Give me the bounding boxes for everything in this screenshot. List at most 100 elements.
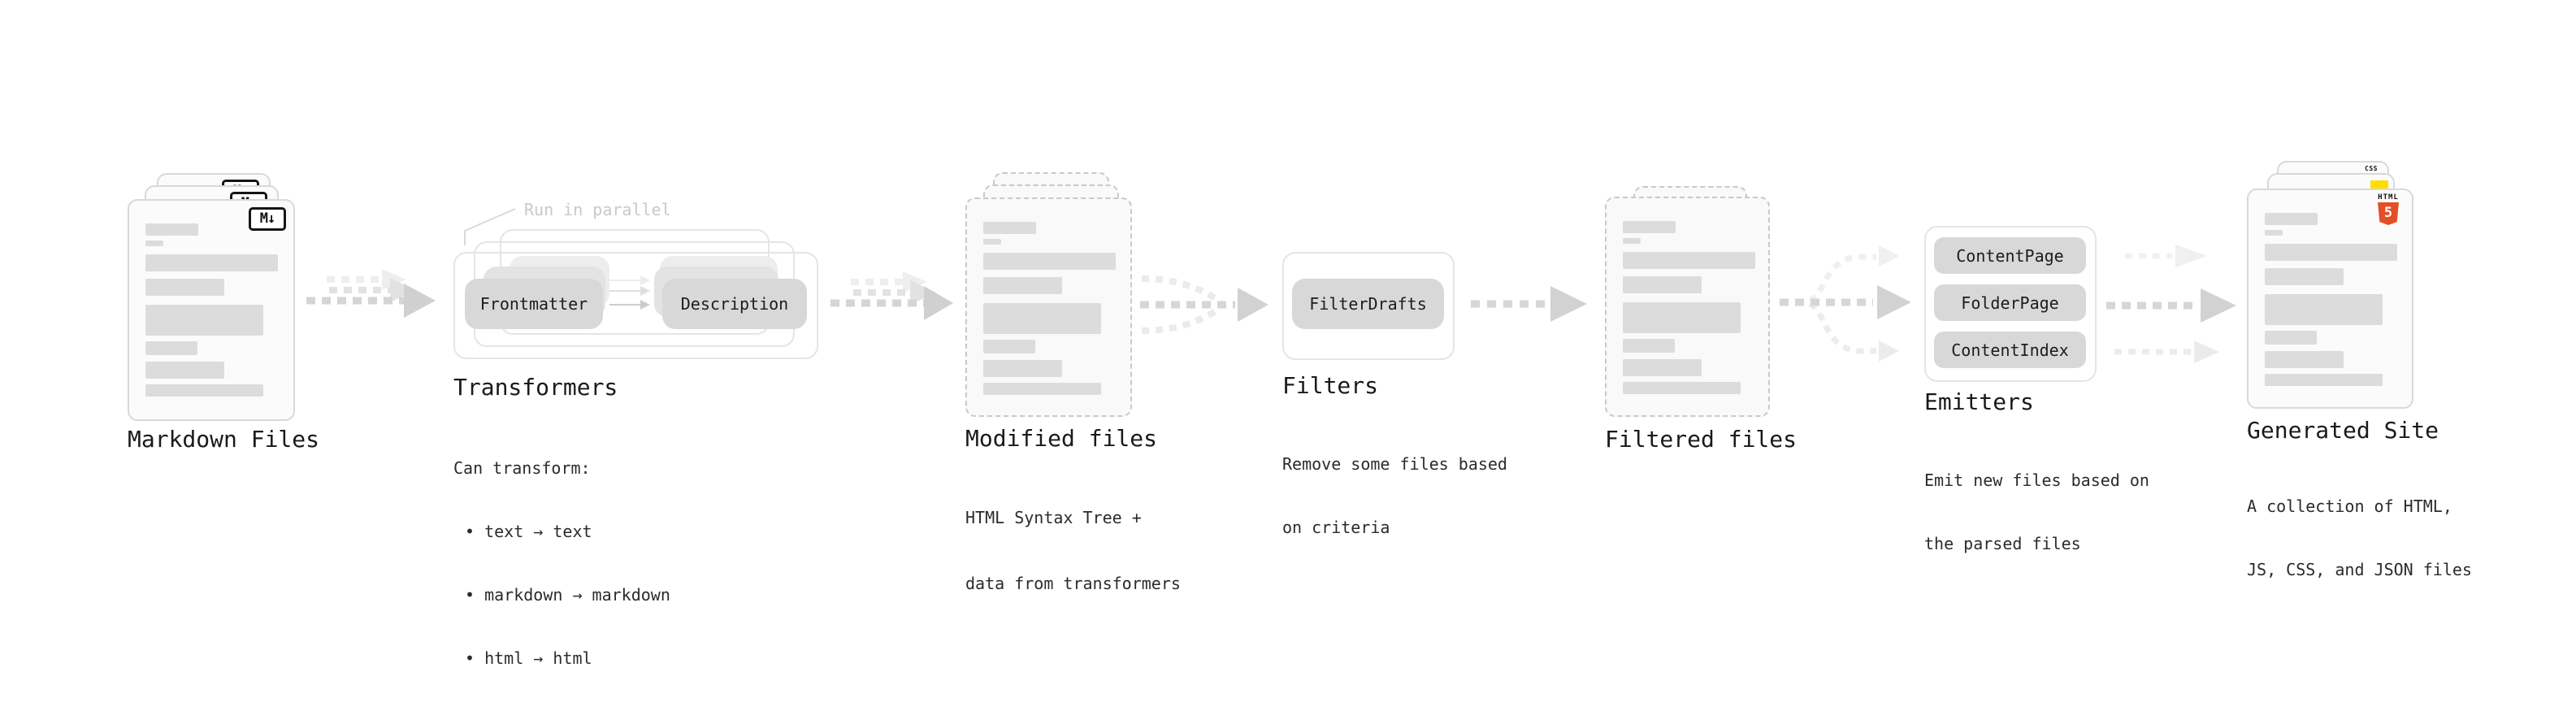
- content-bar: [2265, 351, 2344, 368]
- content-bar: [1623, 382, 1741, 394]
- content-bar: [145, 223, 198, 236]
- generated-file-card-front: HTML 5: [2247, 189, 2413, 409]
- emitters-label: Emitters: [1924, 388, 2034, 415]
- arrow-filtered-to-emitters-split: [1780, 245, 1911, 362]
- emit-arrow-middle: [2106, 288, 2236, 323]
- merge-arrowhead: [1238, 288, 1268, 322]
- content-bar: [2265, 244, 2397, 261]
- generated-site-description-line: A collection of HTML,: [2247, 496, 2452, 516]
- emitters-description-line: the parsed files: [1924, 534, 2081, 553]
- content-bar: [145, 305, 263, 336]
- split-curve-bottom: [1808, 301, 1876, 354]
- modified-file-card-front: [965, 197, 1132, 417]
- content-bar: [983, 340, 1035, 353]
- markdown-icon: M↓: [249, 207, 286, 231]
- html5-icon-text: HTML: [2378, 193, 2399, 202]
- generated-site-description-line: JS, CSS, and JSON files: [2247, 560, 2472, 579]
- transformers-bullet: • text → text: [465, 522, 592, 541]
- modified-files-description-line: HTML Syntax Tree +: [965, 508, 1142, 527]
- arrow-layer-back: [851, 271, 927, 293]
- content-bar: [1623, 276, 1702, 293]
- generated-site-label: Generated Site: [2247, 417, 2439, 444]
- filters-description-line: Remove some files based: [1282, 454, 1507, 474]
- run-in-parallel-label: Run in parallel: [524, 200, 671, 219]
- markdown-file-card-front: M↓: [128, 199, 295, 421]
- filters-description: Remove some files based on criteria: [1282, 411, 1507, 580]
- emit-arrow-bottom: [2114, 340, 2219, 363]
- arrow-layer-back: [327, 269, 406, 290]
- content-bar: [145, 241, 163, 246]
- arrow-layer-front: [830, 286, 953, 320]
- mini-arrow-front: [609, 300, 650, 310]
- content-bar: [983, 222, 1036, 234]
- content-bar: [145, 279, 224, 296]
- merge-curve-top: [1141, 275, 1223, 305]
- split-curve-top: [1808, 254, 1876, 304]
- filters-label: Filters: [1282, 372, 1379, 399]
- content-bar: [1623, 339, 1675, 353]
- content-bar: [983, 239, 1001, 245]
- contentindex-pill: ContentIndex: [1934, 332, 2086, 368]
- arrow-markdown-to-transformers: [306, 269, 436, 318]
- content-bar: [145, 384, 263, 397]
- transformer-mini-arrows: [609, 275, 650, 310]
- arrow-modified-to-filters-merge: [1140, 275, 1268, 334]
- content-bar: [983, 277, 1062, 294]
- html5-icon-shield: 5: [2378, 202, 2399, 225]
- content-bar: [983, 253, 1116, 270]
- html5-icon: HTML 5: [2374, 194, 2402, 225]
- transformers-label: Transformers: [453, 374, 618, 401]
- content-bar: [2265, 294, 2383, 325]
- content-bar: [1623, 252, 1755, 269]
- content-bar: [983, 303, 1101, 334]
- content-bar: [1623, 359, 1702, 376]
- arrow-layer-front: [306, 284, 436, 318]
- split-arrowhead-center: [1877, 285, 1911, 319]
- arrow-layer-mid: [853, 280, 936, 305]
- arrow-filters-to-filtered: [1471, 286, 1587, 322]
- content-bar: [2265, 213, 2318, 225]
- content-bar: [2265, 268, 2344, 285]
- merge-curve-bottom: [1141, 305, 1223, 334]
- arrows-emitters-to-generated: [2106, 245, 2236, 363]
- css-icon-text: CSS: [2365, 165, 2378, 172]
- transformers-description: Can transform: • text → text • markdown …: [453, 415, 670, 711]
- content-bar: [1623, 238, 1641, 244]
- modified-files-description-line: data from transformers: [965, 574, 1181, 593]
- modified-files-label: Modified files: [965, 425, 1158, 452]
- split-arrowhead-top: [1879, 245, 1899, 267]
- emitters-box: [1924, 226, 2097, 382]
- run-in-parallel-callout-line: [464, 208, 516, 245]
- content-bar: [983, 383, 1101, 395]
- content-bar: [145, 254, 278, 271]
- content-bar: [1623, 302, 1741, 333]
- emitters-description-line: Emit new files based on: [1924, 470, 2149, 490]
- filtered-file-card-front: [1605, 197, 1770, 417]
- emitters-description: Emit new files based on the parsed files: [1924, 427, 2149, 596]
- content-bar: [2265, 230, 2283, 236]
- content-bar: [2265, 374, 2383, 386]
- content-bar: [145, 341, 197, 355]
- content-bar: [1623, 221, 1676, 233]
- mini-arrow-back: [609, 275, 650, 285]
- contentpage-pill: ContentPage: [1934, 237, 2086, 274]
- markdown-files-label: Markdown Files: [128, 426, 320, 453]
- transformers-bullet: • markdown → markdown: [465, 585, 670, 605]
- filters-box: [1282, 252, 1455, 360]
- content-bar: [145, 362, 224, 379]
- filtered-files-label: Filtered files: [1605, 426, 1798, 453]
- filters-description-line: on criteria: [1282, 518, 1390, 537]
- content-bar: [2265, 331, 2317, 345]
- content-bar: [983, 360, 1062, 377]
- generated-site-description: A collection of HTML, JS, CSS, and JSON …: [2247, 453, 2472, 622]
- pipeline-diagram: M↓ M↓ M↓ Markdown Files Run in parallel …: [128, 161, 2472, 668]
- transformers-box-front: [453, 252, 818, 359]
- js-icon: [2370, 180, 2388, 190]
- filterdrafts-pill: FilterDrafts: [1292, 279, 1444, 329]
- frontmatter-pill: Frontmatter: [465, 279, 603, 329]
- emit-arrow-top: [2125, 245, 2207, 267]
- folderpage-pill: FolderPage: [1934, 284, 2086, 321]
- transformers-description-heading: Can transform:: [453, 458, 591, 478]
- mini-arrow-mid: [609, 286, 650, 296]
- split-arrowhead-bottom: [1879, 340, 1899, 362]
